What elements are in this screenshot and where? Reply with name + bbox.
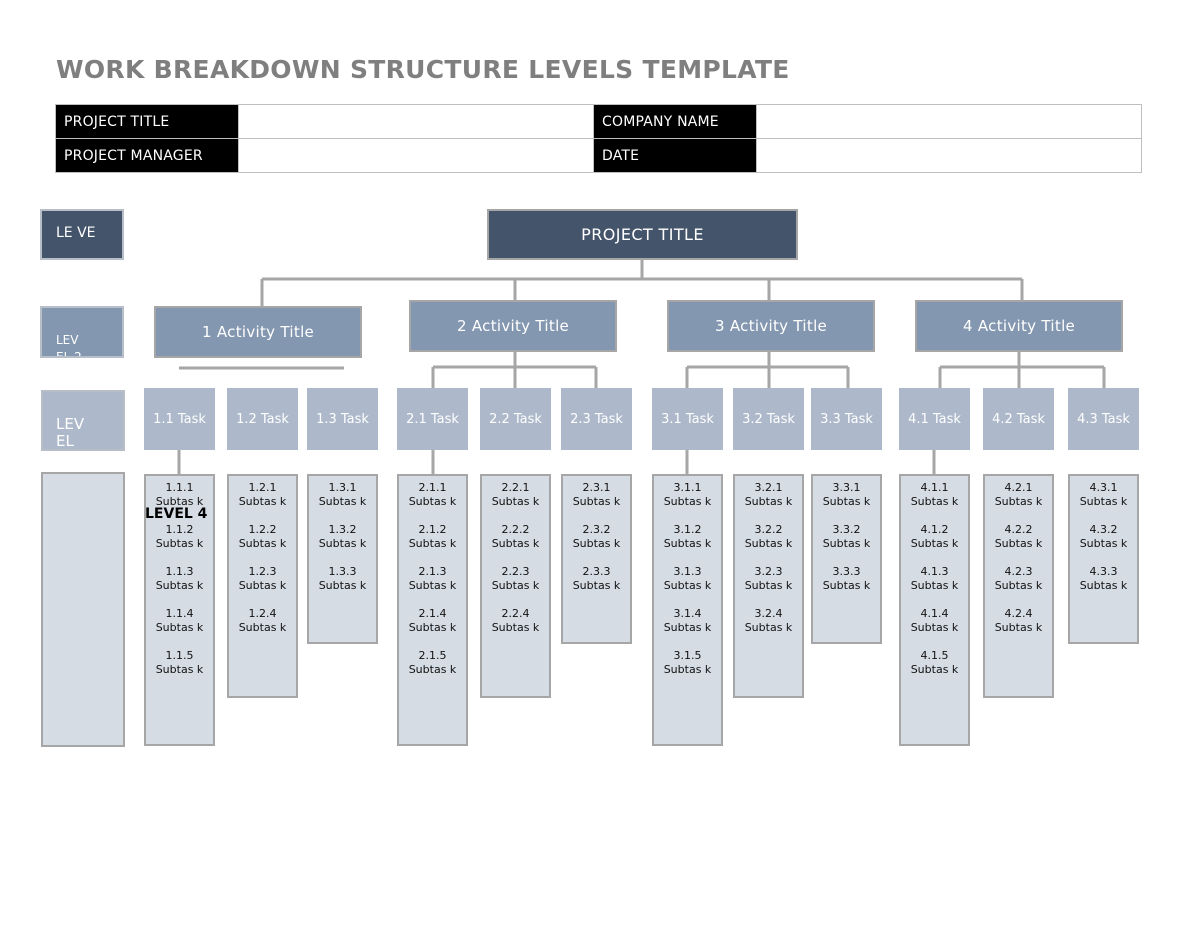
subtask-item[interactable]: 3.2.1 Subtas k bbox=[744, 481, 793, 508]
project-title-label: PROJECT TITLE bbox=[55, 104, 239, 139]
subtask-item[interactable]: 2.2.1 Subtas k bbox=[491, 481, 540, 508]
subtask-item[interactable]: 1.1.2 Subtas k bbox=[155, 523, 204, 550]
subtask-column-4-1: 4.1.1 Subtas k 4.1.2 Subtas k 4.1.3 Subtas… bbox=[899, 474, 970, 746]
subtask-item[interactable]: 3.1.1 Subtas k bbox=[663, 481, 712, 508]
subtask-item[interactable]: 4.3.3 Subtas k bbox=[1079, 565, 1128, 592]
subtask-item[interactable]: 2.1.1 Subtas k bbox=[408, 481, 457, 508]
subtask-item[interactable]: 4.1.3 Subtas k bbox=[910, 565, 959, 592]
subtask-item[interactable]: 1.3.2 Subtas k bbox=[318, 523, 367, 550]
level-2-label: LEV EL 2 bbox=[40, 306, 124, 358]
subtask-item[interactable]: 2.3.2 Subtas k bbox=[572, 523, 621, 550]
subtask-item[interactable]: 4.3.1 Subtas k bbox=[1079, 481, 1128, 508]
subtask-column-2-3: 2.3.1 Subtas k 2.3.2 Subtas k 2.3.3 Subtas… bbox=[561, 474, 632, 644]
subtask-item[interactable]: 3.3.3 Subtas k bbox=[822, 565, 871, 592]
subtask-item[interactable]: 3.1.5 Subtas k bbox=[663, 649, 712, 676]
subtask-item[interactable]: 1.1.1 Subtas k bbox=[155, 481, 204, 508]
subtask-item[interactable]: 4.2.1 Subtas k bbox=[994, 481, 1043, 508]
task-4-1-node[interactable]: 4.1 Task bbox=[899, 388, 970, 450]
project-manager-label: PROJECT MANAGER bbox=[55, 138, 239, 173]
subtask-item[interactable]: 3.3.2 Subtas k bbox=[822, 523, 871, 550]
task-1-2-node[interactable]: 1.2 Task bbox=[227, 388, 298, 450]
subtask-item[interactable]: 3.2.4 Subtas k bbox=[744, 607, 793, 634]
subtask-column-1-1: 1.1.1 Subtas k 1.1.2 Subtas k 1.1.3 Subtas… bbox=[144, 474, 215, 746]
subtask-item[interactable]: 4.2.4 Subtas k bbox=[994, 607, 1043, 634]
level-4-label: LEVEL 4 bbox=[145, 506, 208, 522]
activity-3-node[interactable]: 3 Activity Title bbox=[667, 300, 875, 352]
task-4-3-node[interactable]: 4.3 Task bbox=[1068, 388, 1139, 450]
subtask-item[interactable]: 2.2.4 Subtas k bbox=[491, 607, 540, 634]
subtask-item[interactable]: 1.2.4 Subtas k bbox=[238, 607, 287, 634]
subtask-item[interactable]: 4.1.4 Subtas k bbox=[910, 607, 959, 634]
subtask-column-3-1: 3.1.1 Subtas k 3.1.2 Subtas k 3.1.3 Subtas… bbox=[652, 474, 723, 746]
subtask-item[interactable]: 2.1.5 Subtas k bbox=[408, 649, 457, 676]
subtask-item[interactable]: 1.1.5 Subtas k bbox=[155, 649, 204, 676]
subtask-item[interactable]: 4.1.5 Subtas k bbox=[910, 649, 959, 676]
subtask-item[interactable]: 2.1.4 Subtas k bbox=[408, 607, 457, 634]
subtask-item[interactable]: 2.1.3 Subtas k bbox=[408, 565, 457, 592]
subtask-column-3-3: 3.3.1 Subtas k 3.3.2 Subtas k 3.3.3 Subtas… bbox=[811, 474, 882, 644]
task-2-1-node[interactable]: 2.1 Task bbox=[397, 388, 468, 450]
task-1-3-node[interactable]: 1.3 Task bbox=[307, 388, 378, 450]
project-title-node[interactable]: PROJECT TITLE bbox=[487, 209, 798, 260]
level-3-label: LEV EL 3 bbox=[41, 390, 125, 451]
task-2-2-node[interactable]: 2.2 Task bbox=[480, 388, 551, 450]
subtask-item[interactable]: 4.2.2 Subtas k bbox=[994, 523, 1043, 550]
activity-4-node[interactable]: 4 Activity Title bbox=[915, 300, 1123, 352]
subtask-item[interactable]: 3.1.2 Subtas k bbox=[663, 523, 712, 550]
task-3-1-node[interactable]: 3.1 Task bbox=[652, 388, 723, 450]
subtask-item[interactable]: 1.3.1 Subtas k bbox=[318, 481, 367, 508]
subtask-item[interactable]: 1.2.2 Subtas k bbox=[238, 523, 287, 550]
task-4-2-node[interactable]: 4.2 Task bbox=[983, 388, 1054, 450]
subtask-item[interactable]: 4.1.1 Subtas k bbox=[910, 481, 959, 508]
project-manager-field[interactable] bbox=[238, 138, 594, 173]
subtask-column-2-2: 2.2.1 Subtas k 2.2.2 Subtas k 2.2.3 Subtas… bbox=[480, 474, 551, 698]
date-label: DATE bbox=[593, 138, 757, 173]
subtask-item[interactable]: 2.3.1 Subtas k bbox=[572, 481, 621, 508]
subtask-item[interactable]: 2.3.3 Subtas k bbox=[572, 565, 621, 592]
subtask-item[interactable]: 1.3.3 Subtas k bbox=[318, 565, 367, 592]
subtask-item[interactable]: 1.2.3 Subtas k bbox=[238, 565, 287, 592]
subtask-item[interactable]: 3.2.2 Subtas k bbox=[744, 523, 793, 550]
task-3-3-node[interactable]: 3.3 Task bbox=[811, 388, 882, 450]
subtask-item[interactable]: 3.1.3 Subtas k bbox=[663, 565, 712, 592]
subtask-item[interactable]: 3.2.3 Subtas k bbox=[744, 565, 793, 592]
subtask-item[interactable]: 1.1.3 Subtas k bbox=[155, 565, 204, 592]
date-field[interactable] bbox=[756, 138, 1142, 173]
page-title: WORK BREAKDOWN STRUCTURE LEVELS TEMPLATE bbox=[56, 55, 790, 84]
subtask-item[interactable]: 1.1.4 Subtas k bbox=[155, 607, 204, 634]
task-2-3-node[interactable]: 2.3 Task bbox=[561, 388, 632, 450]
activity-1-node[interactable]: 1 Activity Title bbox=[154, 306, 362, 358]
subtask-item[interactable]: 4.2.3 Subtas k bbox=[994, 565, 1043, 592]
subtask-item[interactable]: 4.1.2 Subtas k bbox=[910, 523, 959, 550]
subtask-column-4-3: 4.3.1 Subtas k 4.3.2 Subtas k 4.3.3 Subtas… bbox=[1068, 474, 1139, 644]
subtask-column-3-2: 3.2.1 Subtas k 3.2.2 Subtas k 3.2.3 Subtas… bbox=[733, 474, 804, 698]
subtask-item[interactable]: 1.2.1 Subtas k bbox=[238, 481, 287, 508]
subtask-item[interactable]: 3.3.1 Subtas k bbox=[822, 481, 871, 508]
task-1-1-node[interactable]: 1.1 Task bbox=[144, 388, 215, 450]
subtask-item[interactable]: 4.3.2 Subtas k bbox=[1079, 523, 1128, 550]
level-4-column bbox=[41, 472, 125, 747]
level-1-label: LE VE bbox=[40, 209, 124, 260]
subtask-column-2-1: 2.1.1 Subtas k 2.1.2 Subtas k 2.1.3 Subtas… bbox=[397, 474, 468, 746]
subtask-item[interactable]: 3.1.4 Subtas k bbox=[663, 607, 712, 634]
subtask-column-1-2: 1.2.1 Subtas k 1.2.2 Subtas k 1.2.3 Subtas… bbox=[227, 474, 298, 698]
company-name-label: COMPANY NAME bbox=[593, 104, 757, 139]
subtask-item[interactable]: 2.2.3 Subtas k bbox=[491, 565, 540, 592]
subtask-column-4-2: 4.2.1 Subtas k 4.2.2 Subtas k 4.2.3 Subtas… bbox=[983, 474, 1054, 698]
subtask-item[interactable]: 2.2.2 Subtas k bbox=[491, 523, 540, 550]
activity-2-node[interactable]: 2 Activity Title bbox=[409, 300, 617, 352]
project-info-table: PROJECT TITLE COMPANY NAME PROJECT MANAG… bbox=[55, 104, 1142, 173]
task-3-2-node[interactable]: 3.2 Task bbox=[733, 388, 804, 450]
subtask-item[interactable]: 2.1.2 Subtas k bbox=[408, 523, 457, 550]
subtask-column-1-3: 1.3.1 Subtas k 1.3.2 Subtas k 1.3.3 Subtas… bbox=[307, 474, 378, 644]
